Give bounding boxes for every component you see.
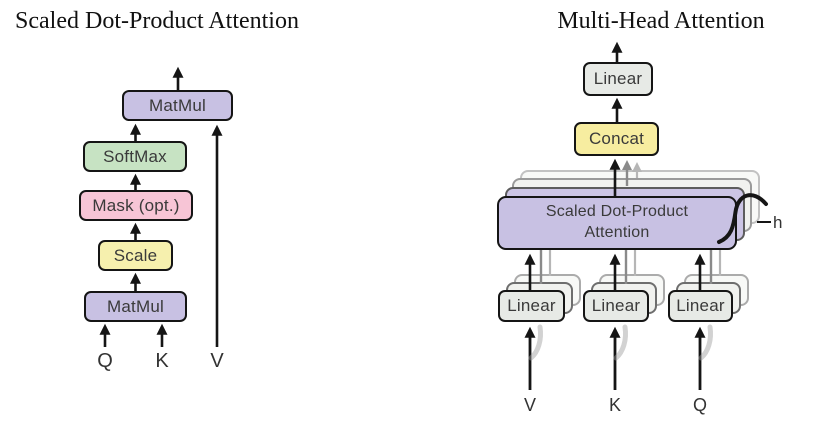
node-matmul-top-label: MatMul <box>149 95 206 115</box>
node-linear-v: Linear <box>498 290 565 322</box>
node-linear-out: Linear <box>583 62 653 96</box>
node-softmax: SoftMax <box>83 141 187 172</box>
node-linear-q-label: Linear <box>676 296 725 315</box>
node-mask: Mask (opt.) <box>79 190 193 221</box>
node-concat: Concat <box>574 122 659 156</box>
input-label-v-left: V <box>210 350 224 372</box>
node-linear-k: Linear <box>583 290 649 322</box>
input-label-q-left: Q <box>97 350 113 372</box>
node-concat-label: Concat <box>588 129 645 148</box>
node-matmul-bottom: MatMul <box>84 291 187 322</box>
input-label-v-right: V <box>523 395 537 415</box>
left-figure-title: Scaled Dot-Product Attention <box>15 8 299 34</box>
right-figure-title: Multi-Head Attention <box>557 8 765 34</box>
node-linear-out-label: Linear <box>593 69 643 88</box>
shadow-swoosh-k <box>613 324 628 361</box>
node-softmax-label: SoftMax <box>103 146 167 166</box>
node-linear-v-label: Linear <box>507 296 556 315</box>
node-scale: Scale <box>98 240 173 271</box>
input-label-k-left: K <box>155 350 169 372</box>
node-linear-q: Linear <box>668 290 733 322</box>
shadow-swoosh-q <box>698 324 713 361</box>
node-sdpa-label: Scaled Dot-Product Attention <box>545 203 689 241</box>
input-label-q-right: Q <box>692 395 708 415</box>
node-mask-label: Mask (opt.) <box>92 195 180 215</box>
node-matmul-top: MatMul <box>122 90 233 121</box>
node-matmul-bottom-label: MatMul <box>107 296 164 316</box>
heads-swoosh-curve <box>717 193 768 244</box>
heads-count-label: h <box>773 213 783 232</box>
input-label-k-right: K <box>608 395 622 415</box>
node-scale-label: Scale <box>113 245 158 265</box>
node-sdpa: Scaled Dot-Product Attention <box>497 196 737 250</box>
shadow-swoosh-v <box>528 324 543 361</box>
node-linear-k-label: Linear <box>591 296 641 315</box>
